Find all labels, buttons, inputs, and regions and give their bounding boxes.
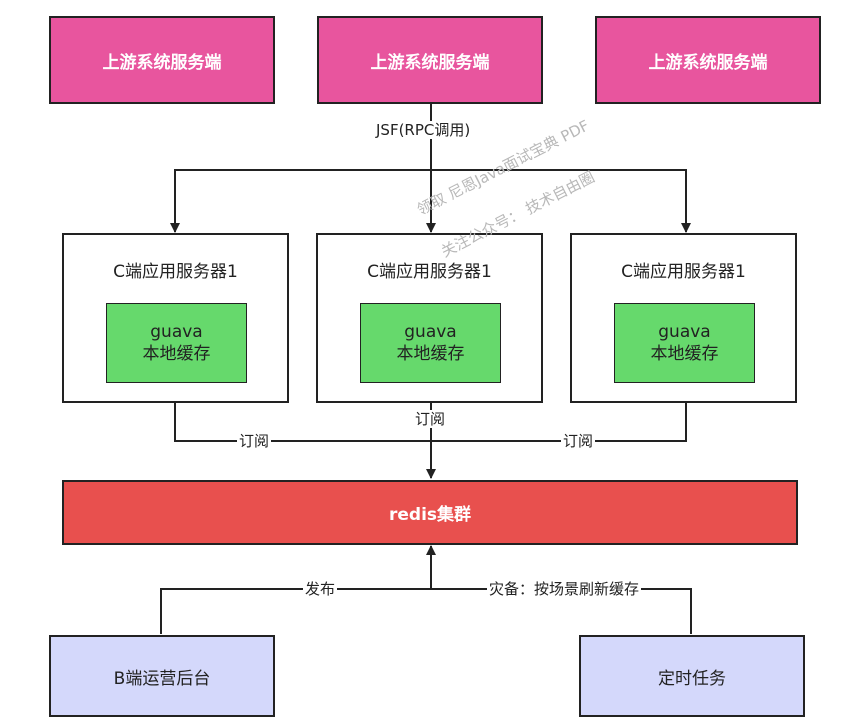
guava-local-cache: guava 本地缓存 — [614, 303, 755, 383]
c-app-server-2: C端应用服务器1 guava 本地缓存 — [316, 233, 543, 403]
subscribe-label-right: 订阅 — [561, 432, 596, 450]
backend-label: B端运营后台 — [113, 668, 211, 689]
guava-local-cache: guava 本地缓存 — [360, 303, 501, 383]
publish-line — [160, 588, 431, 634]
rpc-line-left — [170, 169, 431, 233]
server-title: C端应用服务器1 — [621, 262, 746, 282]
server-title: C端应用服务器1 — [367, 262, 492, 282]
b-ops-backend: B端运营后台 — [49, 635, 275, 717]
cache-line2: 本地缓存 — [396, 344, 465, 364]
c-app-server-3: C端应用服务器1 guava 本地缓存 — [570, 233, 797, 403]
publish-label: 发布 — [303, 580, 338, 598]
subscribe-line-left — [174, 402, 431, 442]
scheduled-task: 定时任务 — [579, 635, 805, 717]
rpc-label: JSF(RPC调用) — [374, 121, 473, 139]
upstream-service-label: 上游系统服务端 — [370, 52, 490, 73]
server-title: C端应用服务器1 — [113, 262, 238, 282]
subscribe-label-left: 订阅 — [237, 432, 272, 450]
upstream-service-3: 上游系统服务端 — [595, 16, 821, 104]
cache-line2: 本地缓存 — [142, 344, 211, 364]
upstream-service-label: 上游系统服务端 — [648, 52, 768, 73]
rpc-line-right — [431, 169, 691, 233]
cache-line1: guava — [404, 322, 457, 342]
redis-label: redis集群 — [388, 505, 472, 525]
disaster-label: 灾备：按场景刷新缓存 — [487, 580, 642, 598]
upstream-service-label: 上游系统服务端 — [102, 52, 222, 73]
cache-line1: guava — [150, 322, 203, 342]
cache-line2: 本地缓存 — [650, 344, 719, 364]
redis-cluster: redis集群 — [62, 480, 798, 545]
subscribe-label-middle: 订阅 — [413, 410, 448, 428]
subscribe-line-right — [431, 402, 687, 442]
cache-line1: guava — [658, 322, 711, 342]
c-app-server-1: C端应用服务器1 guava 本地缓存 — [62, 233, 289, 403]
guava-local-cache: guava 本地缓存 — [106, 303, 247, 383]
upstream-service-1: 上游系统服务端 — [49, 16, 275, 104]
scheduler-label: 定时任务 — [658, 668, 726, 689]
upstream-service-2: 上游系统服务端 — [317, 16, 543, 104]
